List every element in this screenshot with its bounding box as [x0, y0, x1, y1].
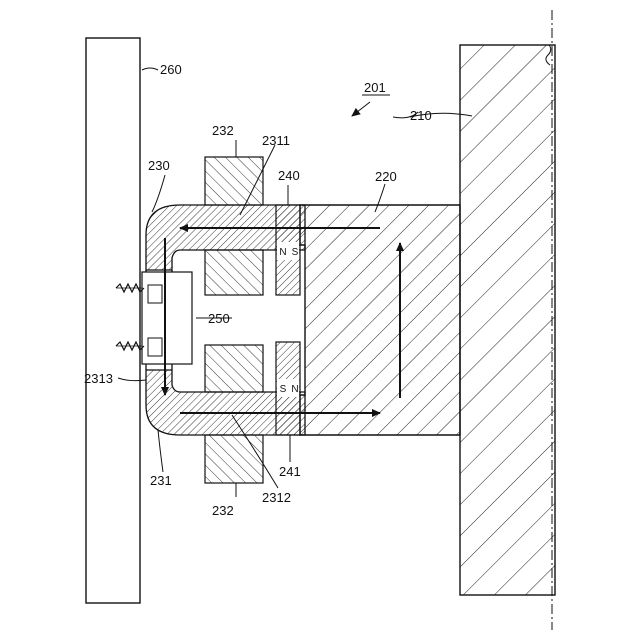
pole-lower-left: S [280, 384, 287, 395]
label-241: 241 [279, 464, 301, 479]
label-2312: 2312 [262, 490, 291, 505]
label-230: 230 [148, 158, 170, 173]
label-201: 201 [364, 80, 386, 95]
label-231: 231 [150, 473, 172, 488]
sensor-250 [142, 272, 192, 364]
label-2313: 2313 [84, 371, 113, 386]
label-220: 220 [375, 169, 397, 184]
label-232-lower: 232 [212, 503, 234, 518]
label-2311: 2311 [262, 133, 290, 148]
label-210: 210 [410, 108, 432, 123]
label-240: 240 [278, 168, 300, 183]
core-220 [300, 205, 460, 435]
pole-upper-right: S [292, 247, 299, 258]
pole-lower-right: N [291, 384, 298, 395]
label-250: 250 [208, 311, 230, 326]
plate-260 [86, 38, 140, 603]
wall-210 [460, 10, 555, 630]
assembly-ref: 201 [352, 80, 390, 116]
label-260: 260 [160, 62, 182, 77]
label-232-upper: 232 [212, 123, 234, 138]
pole-upper-left: N [279, 247, 286, 258]
